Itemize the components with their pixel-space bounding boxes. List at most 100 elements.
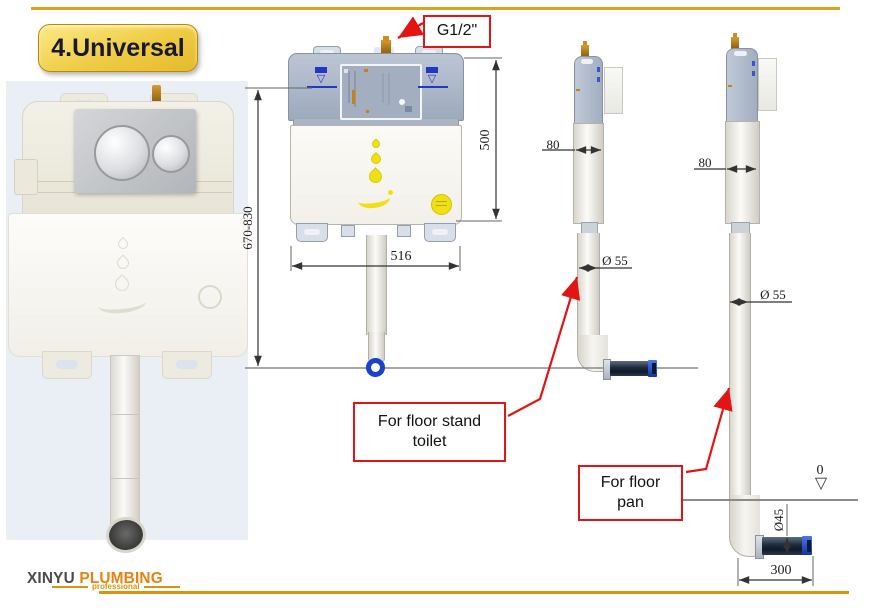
swoosh-icon-tip [388,190,393,195]
dim-label-pipe-dia-pan: Ø 55 [760,287,786,302]
water-level-icon [426,67,438,73]
stand-inlet-fitting [581,45,589,57]
front-inlet-fitting [381,40,391,54]
water-level-line [307,86,337,88]
page-title: 4.Universal [38,24,198,72]
zero-level-triangle-icon: ▽ [814,475,828,492]
water-level-triangle-icon: ▽ [427,73,437,85]
product-photo [6,81,248,556]
pan-flush-pipe [729,233,751,503]
floor-stand-leader-arrow [507,276,581,417]
tagline-dash [52,586,88,588]
photo-bottom-tab [162,351,212,379]
floor-pan-leader-arrow [685,387,733,474]
pan-wall-bracket [758,58,777,111]
floor-pan-callout: For floor pan [578,465,683,521]
front-flush-pipe [366,235,387,335]
detail-mark [581,59,593,64]
pan-inlet-tip [733,33,737,37]
tab-slot [176,360,198,369]
dim-label-install-height: 670-830 [240,206,255,250]
flush-button-small [152,135,190,173]
front-bottom-tab [296,223,328,242]
water-level-line [418,86,448,88]
floor-stand-callout: For floor stand toilet [353,402,506,462]
detail-mark [597,67,600,72]
photo-bottom-tab [42,351,92,379]
detail-mark [405,106,412,112]
pipe-seam [111,414,139,415]
detail-mark [734,51,747,56]
front-bottom-tab [424,223,456,242]
top-accent-line [31,7,840,10]
detail-mark [597,77,600,82]
dim-label-tank-width: 516 [390,249,412,264]
water-level-icon [315,67,327,73]
tab-slot [56,360,78,369]
brand-logo: XINYU PLUMBING [27,570,163,588]
pan-tank-body [725,121,760,224]
front-center-tab [341,225,355,237]
detail-mark [436,201,447,202]
stand-wall-bracket [604,67,623,114]
zero-level-label: 0 [816,463,824,478]
pan-pipe-elbow [729,495,760,557]
flush-button-large [94,125,150,181]
pan-outlet-end [807,540,811,552]
stand-outlet-end [652,363,656,374]
stand-outlet-pipe [610,361,650,376]
photo-flush-pipe [110,355,140,535]
brand-tagline-row: professional [52,583,180,591]
inlet-thread-callout: G1/2" [423,15,491,48]
photo-inlet-fitting [152,85,161,103]
detail-mark [344,69,348,73]
dim-label-tank-height: 500 [478,129,493,151]
bottom-accent-line [99,591,849,594]
detail-mark [752,71,755,76]
detail-mark [382,73,384,103]
detail-mark [436,205,447,206]
dim-label-outlet-dia: Ø45 [771,508,786,532]
dim-label-depth-pan: 80 [698,155,712,170]
front-center-tab [397,225,411,237]
tab-slot [432,229,448,235]
dim-label-outlet-length: 300 [770,563,792,578]
stand-pipe-elbow [577,335,608,372]
tab-slot [320,50,334,55]
detail-mark [576,89,580,91]
detail-mark [352,90,355,104]
front-inlet-tip [383,36,389,41]
tab-slot [422,50,436,55]
detail-mark [354,71,356,107]
brand-name-secondary: PLUMBING [79,570,163,587]
pan-outlet-pipe [762,537,804,555]
stand-inlet-tip [583,41,587,45]
detail-mark [366,110,369,113]
tab-slot [304,229,320,235]
stand-tank-body [573,123,604,224]
dim-label-pipe-dia-stand: Ø 55 [602,253,628,268]
detail-mark [364,69,368,72]
photo-badge-circle [198,285,222,309]
detail-mark [348,71,350,103]
pipe-seam [111,478,139,479]
water-level-triangle-icon: ▽ [316,73,326,85]
front-outlet-ring [366,358,385,377]
pan-cistern-head [726,48,758,123]
photo-flush-plate [74,109,196,193]
detail-mark [388,73,390,105]
brand-tagline: professional [92,582,140,591]
pan-inlet-fitting [731,37,739,49]
brand-name-primary: XINYU [27,570,75,587]
detail-mark [399,99,405,105]
front-mechanism-panel [340,64,422,120]
detail-mark [728,85,732,87]
photo-side-clip [14,159,38,195]
detail-mark [752,61,755,66]
dim-label-depth-stand: 80 [546,137,560,152]
stand-cistern-head [574,56,603,125]
tagline-dash [143,586,180,588]
front-flush-pipe-lower [368,332,385,362]
inlet-leader-arrow [397,16,425,40]
